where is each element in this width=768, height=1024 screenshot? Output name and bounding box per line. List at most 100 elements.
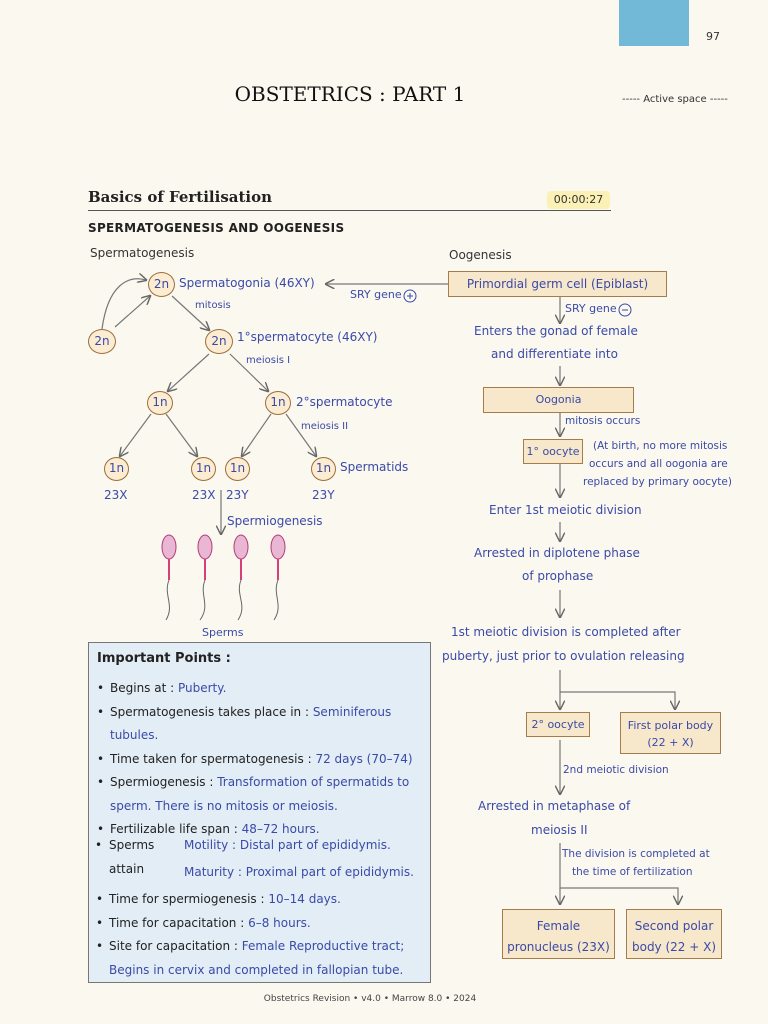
point-value: Transformation of spermatids to sperm. T… (110, 775, 410, 813)
spermatogenesis-heading: Spermatogenesis (90, 246, 195, 260)
spermatid-cell-2: 1n (191, 457, 216, 481)
point-item: Site for capacitation : Female Reproduct… (94, 935, 424, 982)
point-label: Time for spermiogenesis : (109, 892, 269, 906)
important-points-list-2: Time for spermiogenesis : 10–14 days. Ti… (94, 888, 424, 982)
page-footer: Obstetrics Revision • v4.0 • Marrow 8.0 … (263, 994, 477, 1004)
motility-label: Motility : (184, 838, 240, 852)
sperms-attain-label-1: Sperms (109, 838, 155, 852)
mitosis-label: mitosis (195, 300, 231, 311)
first-polar-line-1: First polar body (627, 719, 714, 732)
spermatids-label: Spermatids (340, 460, 409, 474)
point-label: Fertilizable life span : (110, 822, 242, 836)
point-value: Puberty. (177, 681, 227, 695)
karyotype-2: 23X (192, 488, 216, 502)
sry-plus-mark (407, 293, 413, 299)
page-number: 97 (706, 30, 720, 43)
primary-oocyte-box: 1° oocyte (523, 439, 583, 464)
enters-gonad-line-1: Enters the gonad of female (474, 324, 638, 338)
primary-spermatocyte-cell: 2n (205, 329, 233, 354)
meiosis-completed-line-1: 1st meiotic division is completed after (451, 625, 681, 639)
point-item: Time for spermiogenesis : 10–14 days. (94, 888, 424, 912)
first-polar-body-box: First polar body (22 + X) (620, 712, 721, 754)
karyotype-1: 23X (104, 488, 128, 502)
spermiogenesis-label: Spermiogenesis (227, 514, 323, 528)
female-pronucleus-line-1: Female (536, 919, 581, 933)
secondary-spermatocyte-cell-1: 1n (147, 391, 173, 415)
point-label: Site for capacitation : (109, 939, 242, 953)
section-heading: Basics of Fertilisation (88, 188, 273, 206)
secondary-spermatocyte-label: 2°spermatocyte (296, 395, 393, 409)
arrested-metaphase-line-2: meiosis II (531, 823, 588, 837)
second-polar-body-box: Second polar body (22 + X) (626, 909, 722, 959)
important-points-heading: Important Points : (97, 651, 231, 666)
subtitle: SPERMATOGENESIS AND OOGENESIS (88, 221, 345, 235)
maturity-label: Maturity : (184, 865, 246, 879)
second-meiotic-label: 2nd meiotic division (563, 764, 669, 776)
birth-note-line-1: (At birth, no more mitosis (593, 440, 728, 452)
second-polar-line-2: body (22 + X) (631, 940, 717, 954)
arrested-diplotene-line-1: Arrested in diplotene phase (474, 546, 640, 560)
secondary-spermatocyte-cell-2: 1n (265, 391, 291, 415)
sry-plus-sign (403, 289, 417, 303)
enters-gonad-line-2: and differentiate into (491, 347, 618, 361)
spermatogonia-label: Spermatogonia (46XY) (179, 276, 315, 290)
sperm-4 (270, 534, 286, 621)
female-pronucleus-line-2: pronucleus (23X) (507, 940, 610, 954)
stem-cell-2n: 2n (88, 329, 116, 354)
section-rule (88, 210, 611, 211)
meiosis-1-label: meiosis I (246, 355, 291, 366)
enter-meiosis-label: Enter 1st meiotic division (489, 503, 642, 517)
birth-note-line-2: occurs and all oogonia are (589, 458, 728, 470)
spermatid-cell-1: 1n (104, 457, 129, 481)
point-value: Seminiferous tubules. (110, 704, 392, 743)
sry-gene-positive-label: SRY gene (350, 288, 402, 301)
point-label: Spermatogenesis takes place in : (110, 704, 313, 719)
secondary-oocyte-box: 2° oocyte (526, 712, 590, 737)
motility-line: Motility : Distal part of epididymis. (184, 838, 391, 852)
video-timer[interactable]: 00:00:27 (547, 191, 610, 209)
sry-minus-sign (618, 303, 632, 317)
primordial-germ-cell-box: Primordial germ cell (Epiblast) (448, 271, 667, 297)
point-value: Female Reproductive tract; Begins in cer… (109, 939, 405, 977)
motility-value: Distal part of epididymis. (239, 838, 391, 852)
sry-gene-negative-label: SRY gene (565, 302, 617, 315)
page-title: OBSTETRICS : PART 1 (234, 82, 466, 106)
active-space-label: ----- Active space ----- (622, 94, 728, 105)
arrested-diplotene-line-2: of prophase (522, 569, 594, 583)
first-polar-line-2: (22 + X) (647, 736, 694, 749)
mitosis-occurs-label: mitosis occurs (565, 415, 641, 427)
meiosis-completed-line-2: puberty, just prior to ovulation releasi… (442, 649, 685, 663)
point-label: Spermiogenesis : (110, 775, 218, 789)
sperms-label: Sperms (202, 626, 244, 639)
oogonia-box: Oogonia (483, 387, 634, 413)
sperms-attain-label-2: attain (109, 862, 145, 876)
division-completed-line-2: the time of fertilization (572, 866, 693, 878)
karyotype-4: 23Y (312, 488, 335, 502)
point-label: Time taken for spermatogenesis : (110, 751, 316, 766)
point-item: Begins at : Puberty. (95, 677, 425, 701)
female-pronucleus-box: Female pronucleus (23X) (502, 909, 615, 959)
sperm-illustrations (161, 534, 286, 621)
point-item: Spermatogenesis takes place in : Seminif… (95, 701, 425, 748)
spermatogonia-cell: 2n (148, 272, 175, 297)
corner-tab (619, 0, 689, 46)
point-item: Time for capacitation : 6–8 hours. (94, 912, 424, 936)
sperms-attain-bullet: • (95, 838, 103, 852)
karyotype-3: 23Y (226, 488, 249, 502)
primary-spermatocyte-label: 1°spermatocyte (46XY) (237, 330, 378, 344)
point-value: 10–14 days. (268, 892, 341, 906)
oogenesis-heading: Oogenesis (449, 248, 512, 262)
meiosis-2-label: meiosis II (301, 421, 349, 432)
spermatid-cell-4: 1n (311, 457, 336, 481)
birth-note-line-3: replaced by primary oocyte) (583, 476, 732, 488)
point-item: Fertilizable life span : 48–72 hours. (95, 818, 425, 842)
division-completed-line-1: The division is completed at (562, 848, 710, 860)
important-points-list: Begins at : Puberty. Spermatogenesis tak… (95, 677, 425, 842)
point-value: 48–72 hours. (241, 822, 320, 836)
maturity-line: Maturity : Proximal part of epididymis. (184, 865, 414, 879)
sperm-1 (161, 534, 177, 621)
point-label: Begins at : (110, 681, 178, 695)
sperm-2 (197, 534, 213, 621)
maturity-value: Proximal part of epididymis. (245, 865, 414, 879)
